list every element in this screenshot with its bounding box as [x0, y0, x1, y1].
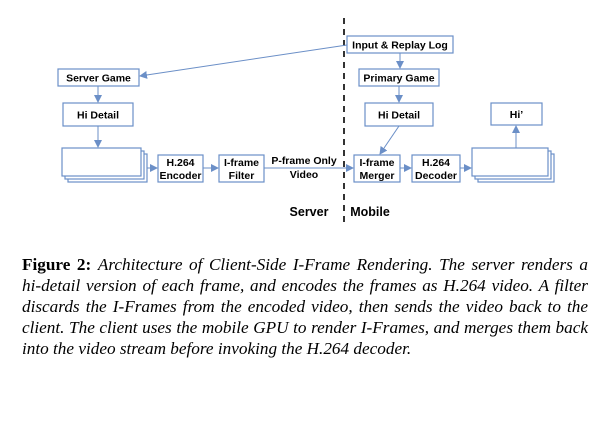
mobile-label: Mobile	[350, 205, 390, 219]
h264-decoder-label-line2: Decoder	[415, 170, 457, 182]
hi-detail-server-label: Hi Detail	[77, 110, 119, 122]
arrow-log-to-server-game	[139, 44, 348, 79]
server-label: Server	[290, 205, 329, 219]
pframe-video-label-line2: Video	[290, 169, 318, 181]
mobile-frame-stack	[471, 147, 555, 183]
input-replay-log-label: Input & Replay Log	[352, 40, 448, 52]
hi-detail-mobile-label: Hi Detail	[378, 110, 420, 122]
figure-caption-text: Architecture of Client-Side I-Frame Rend…	[22, 255, 588, 358]
arrow-hi-detail-to-merger	[379, 125, 400, 155]
iframe-filter-box	[218, 154, 265, 183]
iframe-filter-label-line2: Filter	[229, 170, 255, 182]
iframe-merger-label-line1: I-frame	[359, 157, 394, 169]
figure-caption: Figure 2: Architecture of Client-Side I-…	[22, 254, 588, 359]
iframe-merger-label-line2: Merger	[359, 170, 394, 182]
server-frame-stack	[61, 147, 148, 183]
pframe-video-label-line1: P-frame Only	[271, 155, 337, 167]
server-game-label: Server Game	[66, 73, 131, 85]
hi-prime-label: Hi’	[510, 109, 524, 121]
figure-caption-label: Figure 2:	[22, 255, 92, 274]
h264-decoder-box	[411, 154, 461, 183]
iframe-filter-label-line1: I-frame	[224, 157, 259, 169]
h264-encoder-label-line1: H.264	[166, 157, 194, 169]
h264-encoder-box	[157, 154, 204, 183]
h264-encoder-label-line2: Encoder	[159, 170, 201, 182]
h264-decoder-label-line1: H.264	[422, 157, 450, 169]
architecture-diagram: Input & Replay Log Server Game Primary G…	[57, 18, 555, 222]
primary-game-label: Primary Game	[363, 73, 434, 85]
iframe-merger-box	[353, 154, 401, 183]
